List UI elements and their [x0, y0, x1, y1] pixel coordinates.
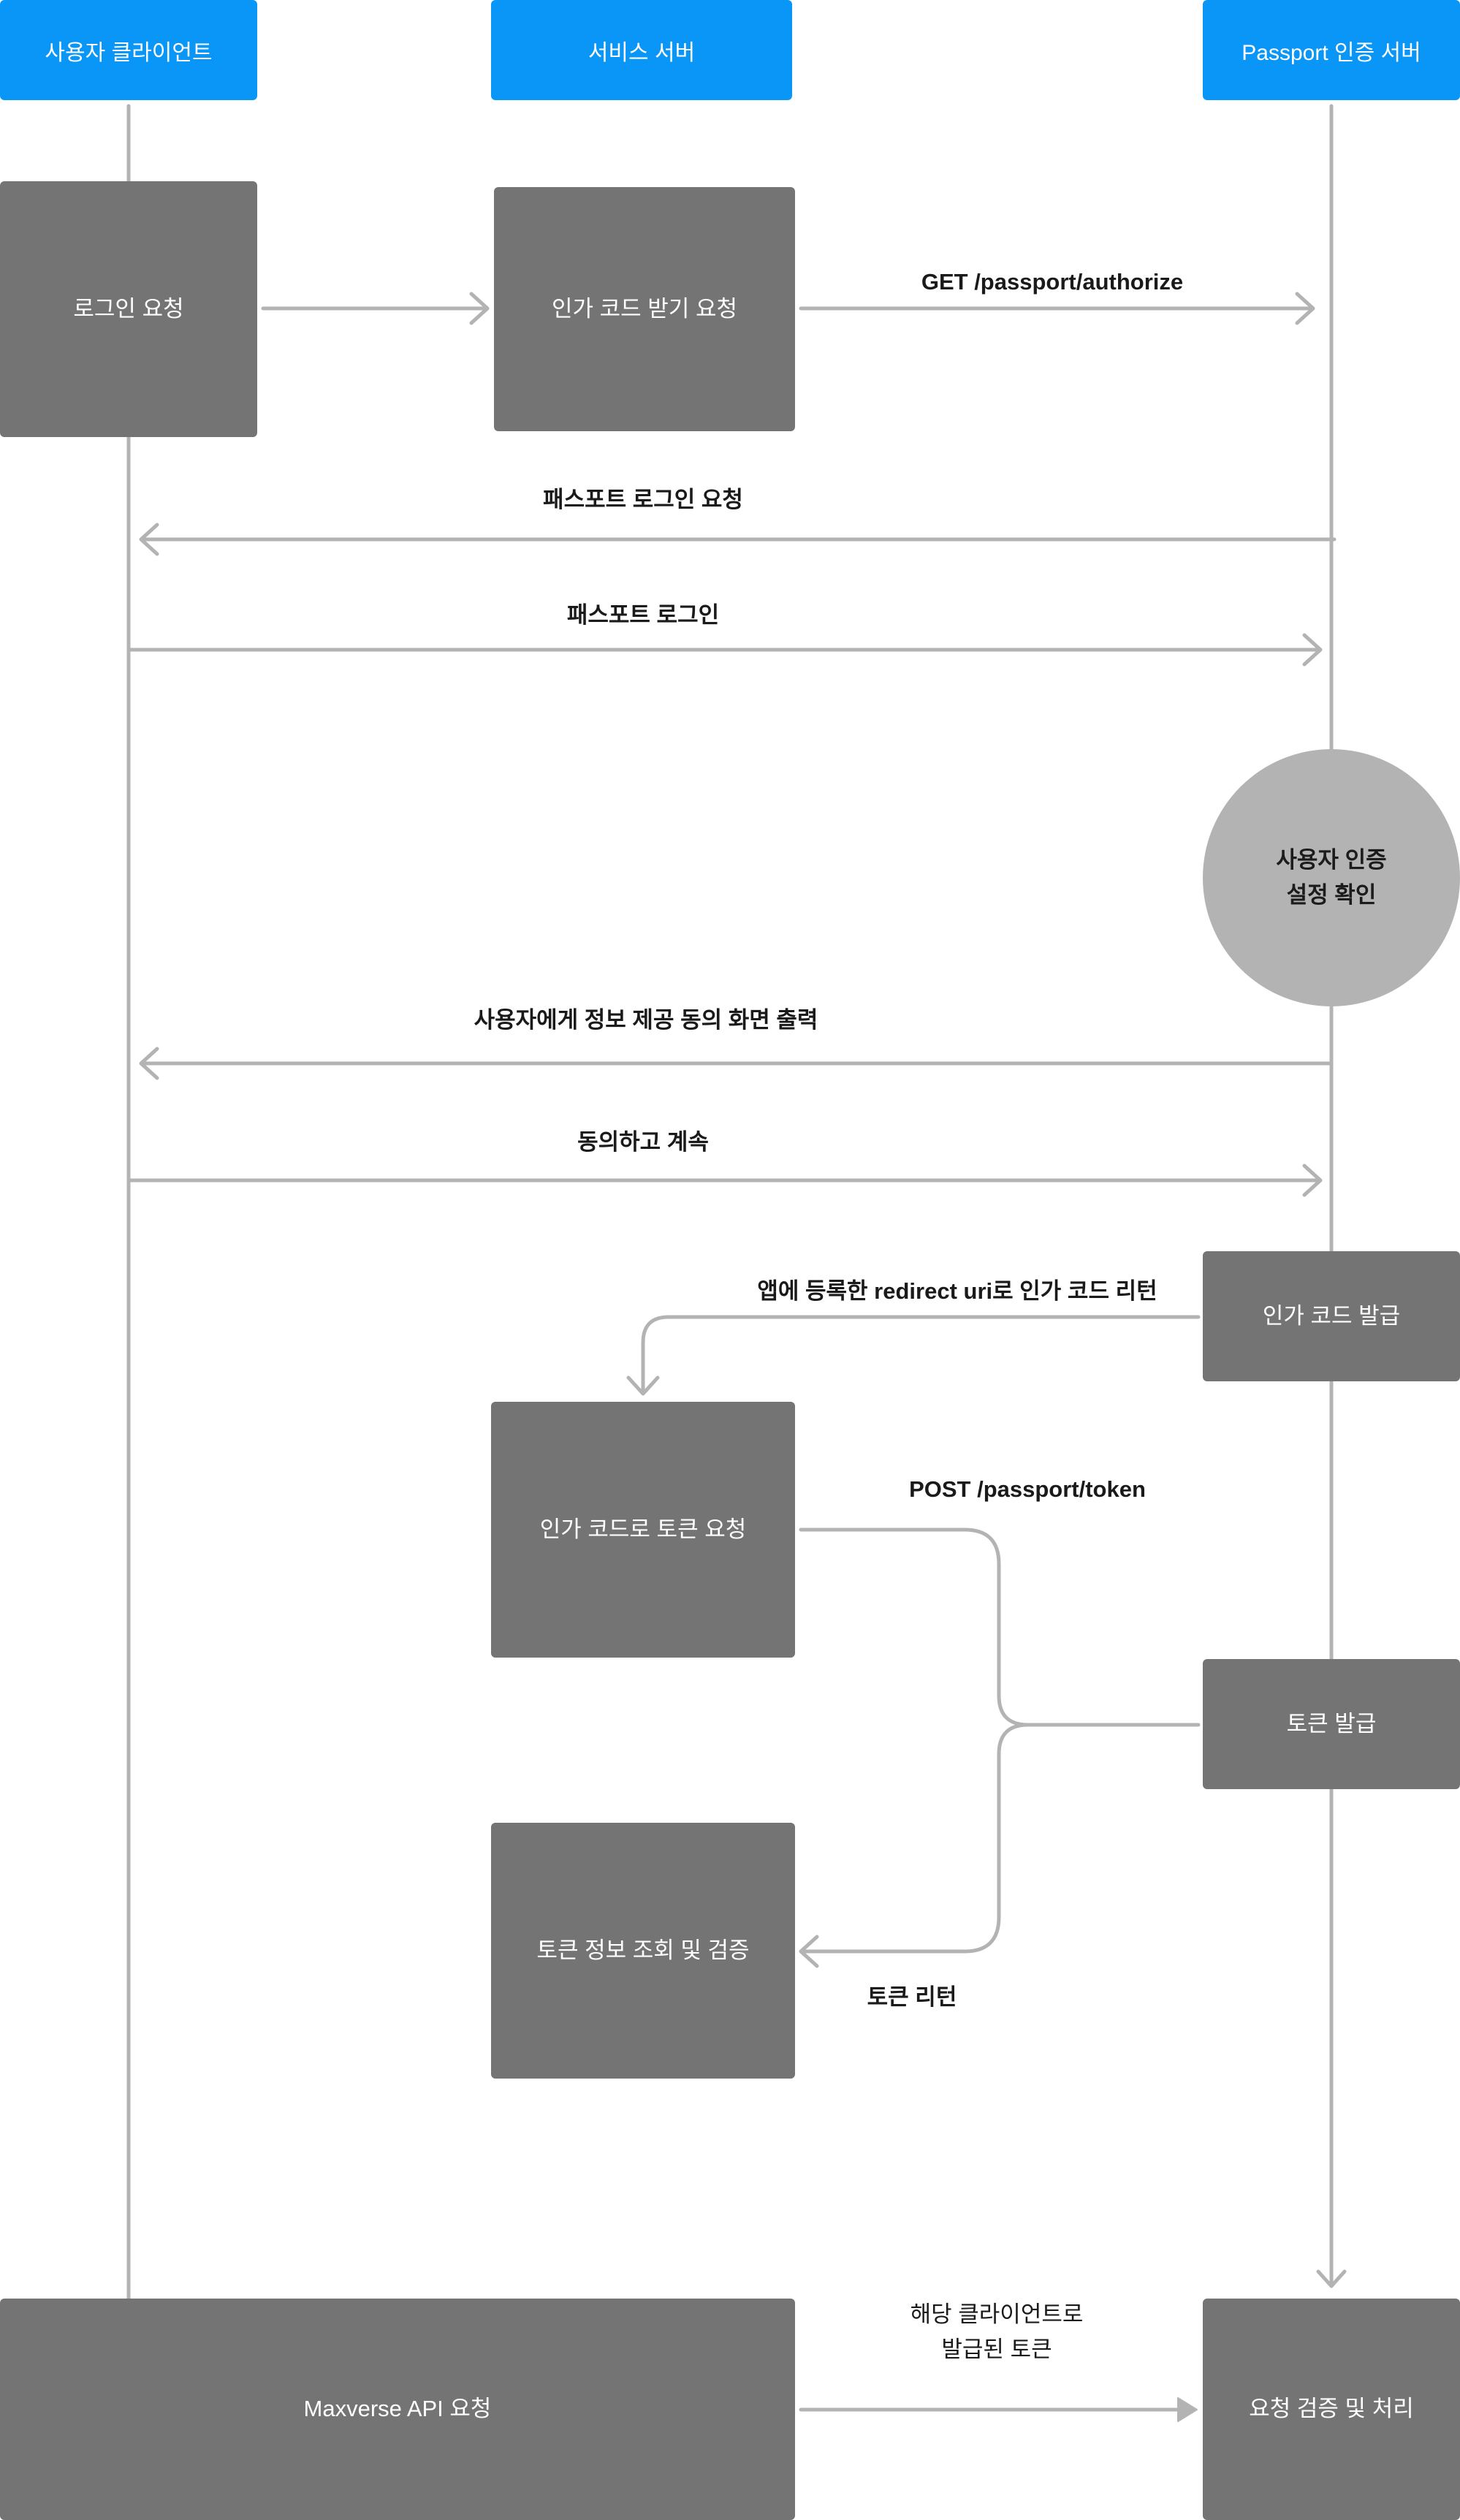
post-token-label: POST /passport/token — [909, 1476, 1146, 1502]
user-auth-check-node: 사용자 인증 설정 확인 — [1203, 749, 1460, 1006]
arrowhead — [139, 1047, 159, 1080]
token-request-box: 인가 코드로 토큰 요청 — [491, 1402, 795, 1658]
passport-lifeline-arrowhead — [1316, 2269, 1347, 2288]
passport-login-request-label: 패스포트 로그인 요청 — [543, 487, 743, 512]
get-authorize-label: GET /passport/authorize — [921, 269, 1184, 295]
request-process-box: 요청 검증 및 처리 — [1203, 2299, 1460, 2520]
arrowhead — [139, 523, 159, 556]
token-verify-box: 토큰 정보 조회 및 검증 — [491, 1823, 795, 2079]
lane-service-header: 서비스 서버 — [491, 0, 792, 100]
auth-code-issue-box: 인가 코드 발급 — [1203, 1251, 1460, 1381]
user-auth-check-label: 사용자 인증 설정 확인 — [1276, 846, 1387, 908]
login-request-box: 로그인 요청 — [0, 181, 257, 437]
arrowhead — [799, 1935, 819, 1968]
arrowhead — [1302, 1164, 1323, 1197]
lane-passport-header: Passport 인증 서버 — [1203, 0, 1460, 100]
arrowhead — [626, 1375, 660, 1396]
arrowhead — [1295, 292, 1315, 325]
auth-code-request-box: 인가 코드 받기 요청 — [494, 187, 795, 431]
token-return-label: 토큰 리턴 — [867, 1984, 957, 2010]
redirect-code-label: 앱에 등록한 redirect uri로 인가 코드 리턴 — [757, 1278, 1157, 1304]
arrowhead — [469, 292, 490, 325]
agree-continue-label: 동의하고 계속 — [577, 1129, 709, 1155]
api-request-box: Maxverse API 요청 — [0, 2299, 795, 2520]
consent-screen-label: 사용자에게 정보 제공 동의 화면 출력 — [474, 1007, 818, 1033]
arrowhead — [1177, 2397, 1198, 2422]
token-issue-box: 토큰 발급 — [1203, 1659, 1460, 1789]
issued-token-label: 해당 클라이언트로 발급된 토큰 — [910, 2301, 1084, 2363]
passport-login-label: 패스포트 로그인 — [566, 602, 720, 628]
arrow-token-return — [800, 1723, 1030, 1954]
arrow-redirect-code — [641, 1315, 1201, 1394]
arrow-post-token — [799, 1527, 1201, 1727]
lane-client-header: 사용자 클라이언트 — [0, 0, 257, 100]
arrowhead — [1302, 633, 1323, 667]
